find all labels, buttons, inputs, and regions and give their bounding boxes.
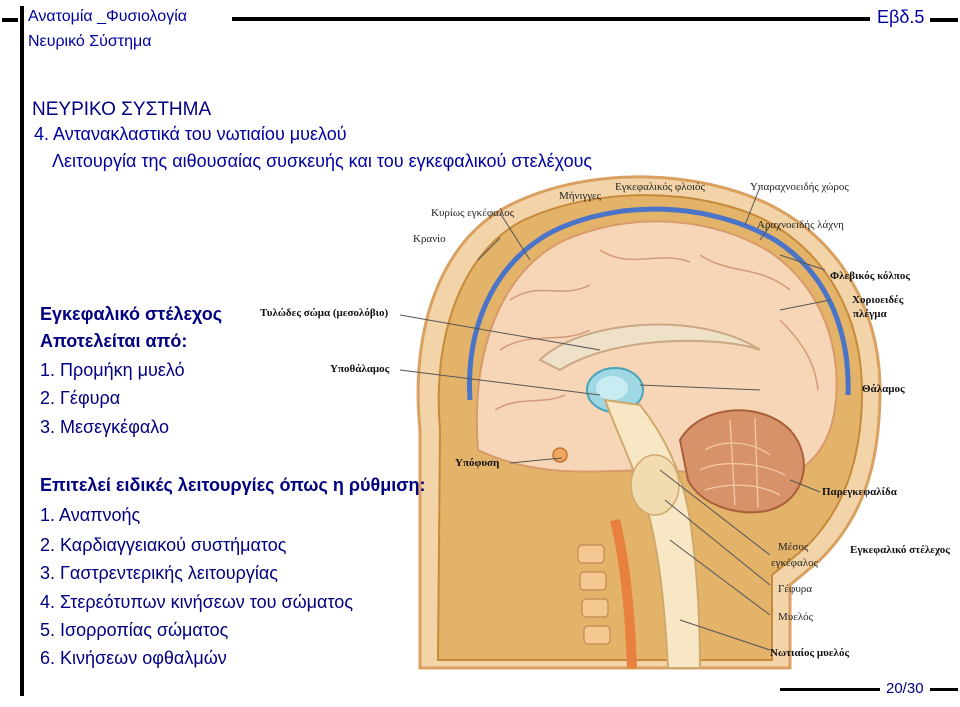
function-item: 6. Κινήσεων οφθαλμών [40, 648, 227, 668]
label-cerebrum: Κυρίως εγκέφαλος [431, 207, 515, 219]
label-corpus: Τυλώδες σώμα (μεσολόβιο) [260, 307, 389, 319]
brainstem-consists: Αποτελείται από: [40, 331, 188, 351]
label-cerebellum: Παρεγκεφαλίδα [822, 486, 898, 498]
topic-title: Νευρικό Σύστημα [28, 33, 152, 50]
week-label: Εβδ.5 [877, 7, 925, 27]
label-choroid-1: Χοριοειδές [852, 294, 904, 306]
label-medulla: Μυελός [778, 611, 814, 623]
brainstem-heading: Εγκεφαλικό στέλεχος [40, 304, 223, 324]
brainstem-part: 1. Προμήκη μυελό [40, 360, 185, 380]
functions-heading: Επιτελεί ειδικές λειτουργίες όπως η ρύθμ… [40, 475, 426, 495]
label-brainstem: Εγκεφαλικό στέλεχος [850, 544, 950, 556]
label-cortex: Εγκεφαλικός φλοιός [615, 181, 706, 193]
label-midbrain-2: εγκέφαλος [771, 557, 819, 569]
function-item: 1. Αναπνοής [40, 505, 141, 525]
brainstem-part: 3. Μεσεγκέφαλο [40, 417, 170, 437]
subheading-2: Λειτουργία της αιθουσαίας συσκευής και τ… [52, 151, 593, 171]
label-midbrain-1: Μέσος [778, 541, 809, 553]
label-sinus: Φλεβικός κόλπος [830, 270, 910, 282]
page-number: 20/30 [886, 680, 924, 697]
label-meninges: Μήνιγγες [559, 190, 602, 202]
header-rule [232, 17, 870, 21]
label-spinal: Νωτιαίος μυελός [770, 647, 849, 659]
subheading-1: 4. Αντανακλαστικά του νωτιαίου μυελού [34, 124, 347, 144]
page-heading: ΝΕΥΡΙΚΟ ΣΥΣΤΗΜΑ [32, 99, 212, 120]
function-item: 2. Καρδιαγγειακού συστήματος [40, 535, 287, 555]
label-arachnoid: Αραχνοειδής λάχνη [757, 219, 844, 231]
function-item: 3. Γαστρεντερικής λειτουργίας [40, 563, 278, 583]
label-subarachnoid: Υπαραχνοειδής χώρος [750, 181, 849, 193]
function-item: 5. Ισορροπίας σώματος [40, 620, 229, 640]
footer-tick [930, 688, 958, 691]
function-item: 4. Στερεότυπων κινήσεων του σώματος [40, 592, 353, 612]
right-tick [930, 18, 958, 22]
label-thalamus: Θάλαμος [862, 383, 905, 395]
label-pituitary: Υπόφυση [455, 457, 499, 469]
brainstem-part: 2. Γέφυρα [40, 388, 121, 408]
label-pons: Γέφυρα [778, 583, 812, 595]
left-tick [2, 18, 18, 22]
label-skull: Κρανίο [413, 233, 446, 245]
footer-rule [780, 688, 880, 691]
left-rule [20, 6, 24, 696]
course-title: Ανατομία _Φυσιολογία [28, 8, 187, 25]
label-hypothalamus: Υποθάλαμος [330, 363, 390, 375]
label-choroid-2: πλέγμα [853, 308, 888, 320]
